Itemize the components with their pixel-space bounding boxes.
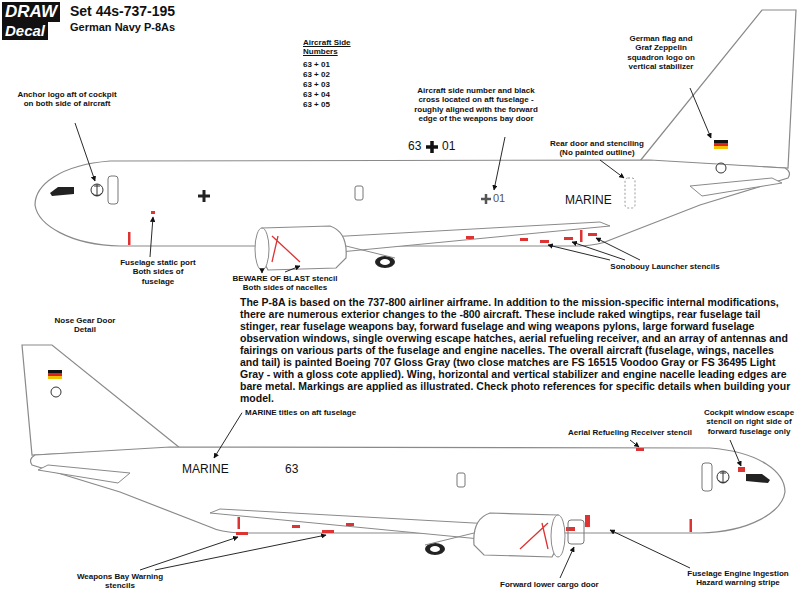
callout-note: German flag and Graf Zeppelin squadron l… [622,34,700,72]
callout-note: MARINE titles on aft fuselage [245,408,395,417]
callout-note: Sonobouy Launcher stencils [600,262,730,271]
brand-logo: DRAW [2,2,60,22]
side-number-marking: 63 [285,462,298,476]
side-number-entry: 63 + 01 [303,60,330,69]
marine-title: MARINE [565,193,612,207]
marine-title: MARINE [182,462,229,476]
callout-note: Rear door and stenciling (No painted out… [546,139,648,158]
callout-note: Anchor logo aft of cockpit on both side … [12,90,122,109]
callout-note: Aerial Refueling Receiver stencil [560,428,700,437]
side-number-entry: 63 + 03 [303,80,330,89]
callout-note: Forward lower cargo door [500,580,650,589]
side-number-entry: 63 + 02 [303,70,330,79]
side-number-entry: 63 + 04 [303,90,330,99]
callout-note: Cockpit window escape stencil on right s… [702,408,796,436]
side-number-marking: 01 [442,139,455,153]
brand-logo: Decal [2,22,48,40]
side-number-marking: 01 [493,192,505,205]
list-heading: Aircraft Side Numbers [303,38,373,57]
callout-note: Aircraft side number and black cross loc… [412,86,540,124]
detail-heading: Nose Gear Door Detail [50,316,120,335]
leader-line [214,413,242,458]
callout-note: BEWARE OF BLAST stencil Both sides of na… [230,274,340,293]
side-number-marking: 63 [408,139,421,153]
description-paragraph: The P-8A is based on the 737-800 airline… [240,297,792,405]
callout-note: Fuselage static port Both sides of fusel… [118,258,198,286]
callout-note: Weapons Bay Warning stencils [70,572,170,591]
callout-note: Fuselage Engine Ingestion Hazard warning… [680,569,796,588]
sheet-subtitle: German Navy P-8As [70,21,175,34]
sheet-title: Set 44s-737-195 [70,3,175,20]
side-number-entry: 63 + 05 [303,100,330,109]
